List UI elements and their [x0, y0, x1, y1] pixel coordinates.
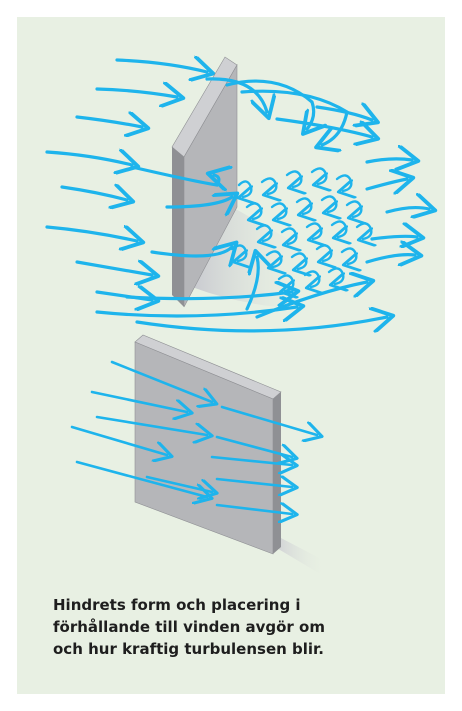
wind-obstacle-figure: [17, 17, 445, 594]
wind-arrow-icon: [277, 119, 372, 137]
bottom-plate-shadow: [275, 537, 327, 575]
wind-arrow-icon: [62, 187, 127, 200]
wind-arrow-icon: [47, 152, 132, 165]
wind-arrow-icon: [137, 317, 387, 331]
wind-arrow-icon: [117, 60, 207, 72]
turbulence-eddy-icon: [322, 196, 336, 212]
wind-arrow-icon: [77, 262, 152, 275]
caption-line-2: förhållande till vinden avgör om: [53, 616, 413, 638]
turbulence-eddy-icon: [305, 271, 319, 287]
wind-arrow-icon: [97, 89, 177, 97]
wind-arrow-icon: [367, 179, 407, 189]
turbulence-eddy-icon: [297, 198, 311, 214]
turbulence-eddy-icon: [342, 248, 356, 264]
turbulence-eddy-icon: [312, 168, 326, 184]
caption-line-1: Hindrets form och placering i: [53, 594, 413, 616]
wind-arrow-icon: [372, 236, 417, 239]
turbulence-eddy-icon: [357, 223, 371, 239]
face-on-plate-icon: [135, 335, 281, 554]
edge-on-plate-scene: [47, 57, 429, 331]
wind-arrow-icon: [367, 159, 412, 162]
wind-arrow-icon: [242, 91, 347, 145]
turbulence-eddy-icon: [272, 203, 286, 219]
turbulence-eddy-icon: [337, 175, 351, 191]
face-on-plate-scene: [72, 335, 327, 575]
turbulence-eddy-icon: [239, 181, 251, 197]
turbulence-eddy-icon: [287, 171, 301, 187]
turbulence-eddy-icon: [307, 223, 321, 239]
wind-arrow-icon: [47, 227, 137, 241]
illustration-panel: Hindrets form och placering i förhålland…: [17, 17, 445, 694]
wind-arrow-icon: [367, 255, 415, 262]
figure-caption: Hindrets form och placering i förhålland…: [53, 594, 413, 660]
wind-arrow-icon: [77, 117, 142, 127]
turbulence-eddy-icon: [332, 221, 346, 237]
wind-arrow-icon: [387, 208, 429, 212]
turbulence-eddy-icon: [347, 201, 361, 217]
caption-line-3: och hur kraftig turbulensen blir.: [53, 638, 413, 660]
turbulence-eddy-icon: [262, 178, 276, 194]
turbulence-eddy-icon: [317, 245, 331, 261]
turbulence-eddy-icon: [329, 268, 343, 284]
